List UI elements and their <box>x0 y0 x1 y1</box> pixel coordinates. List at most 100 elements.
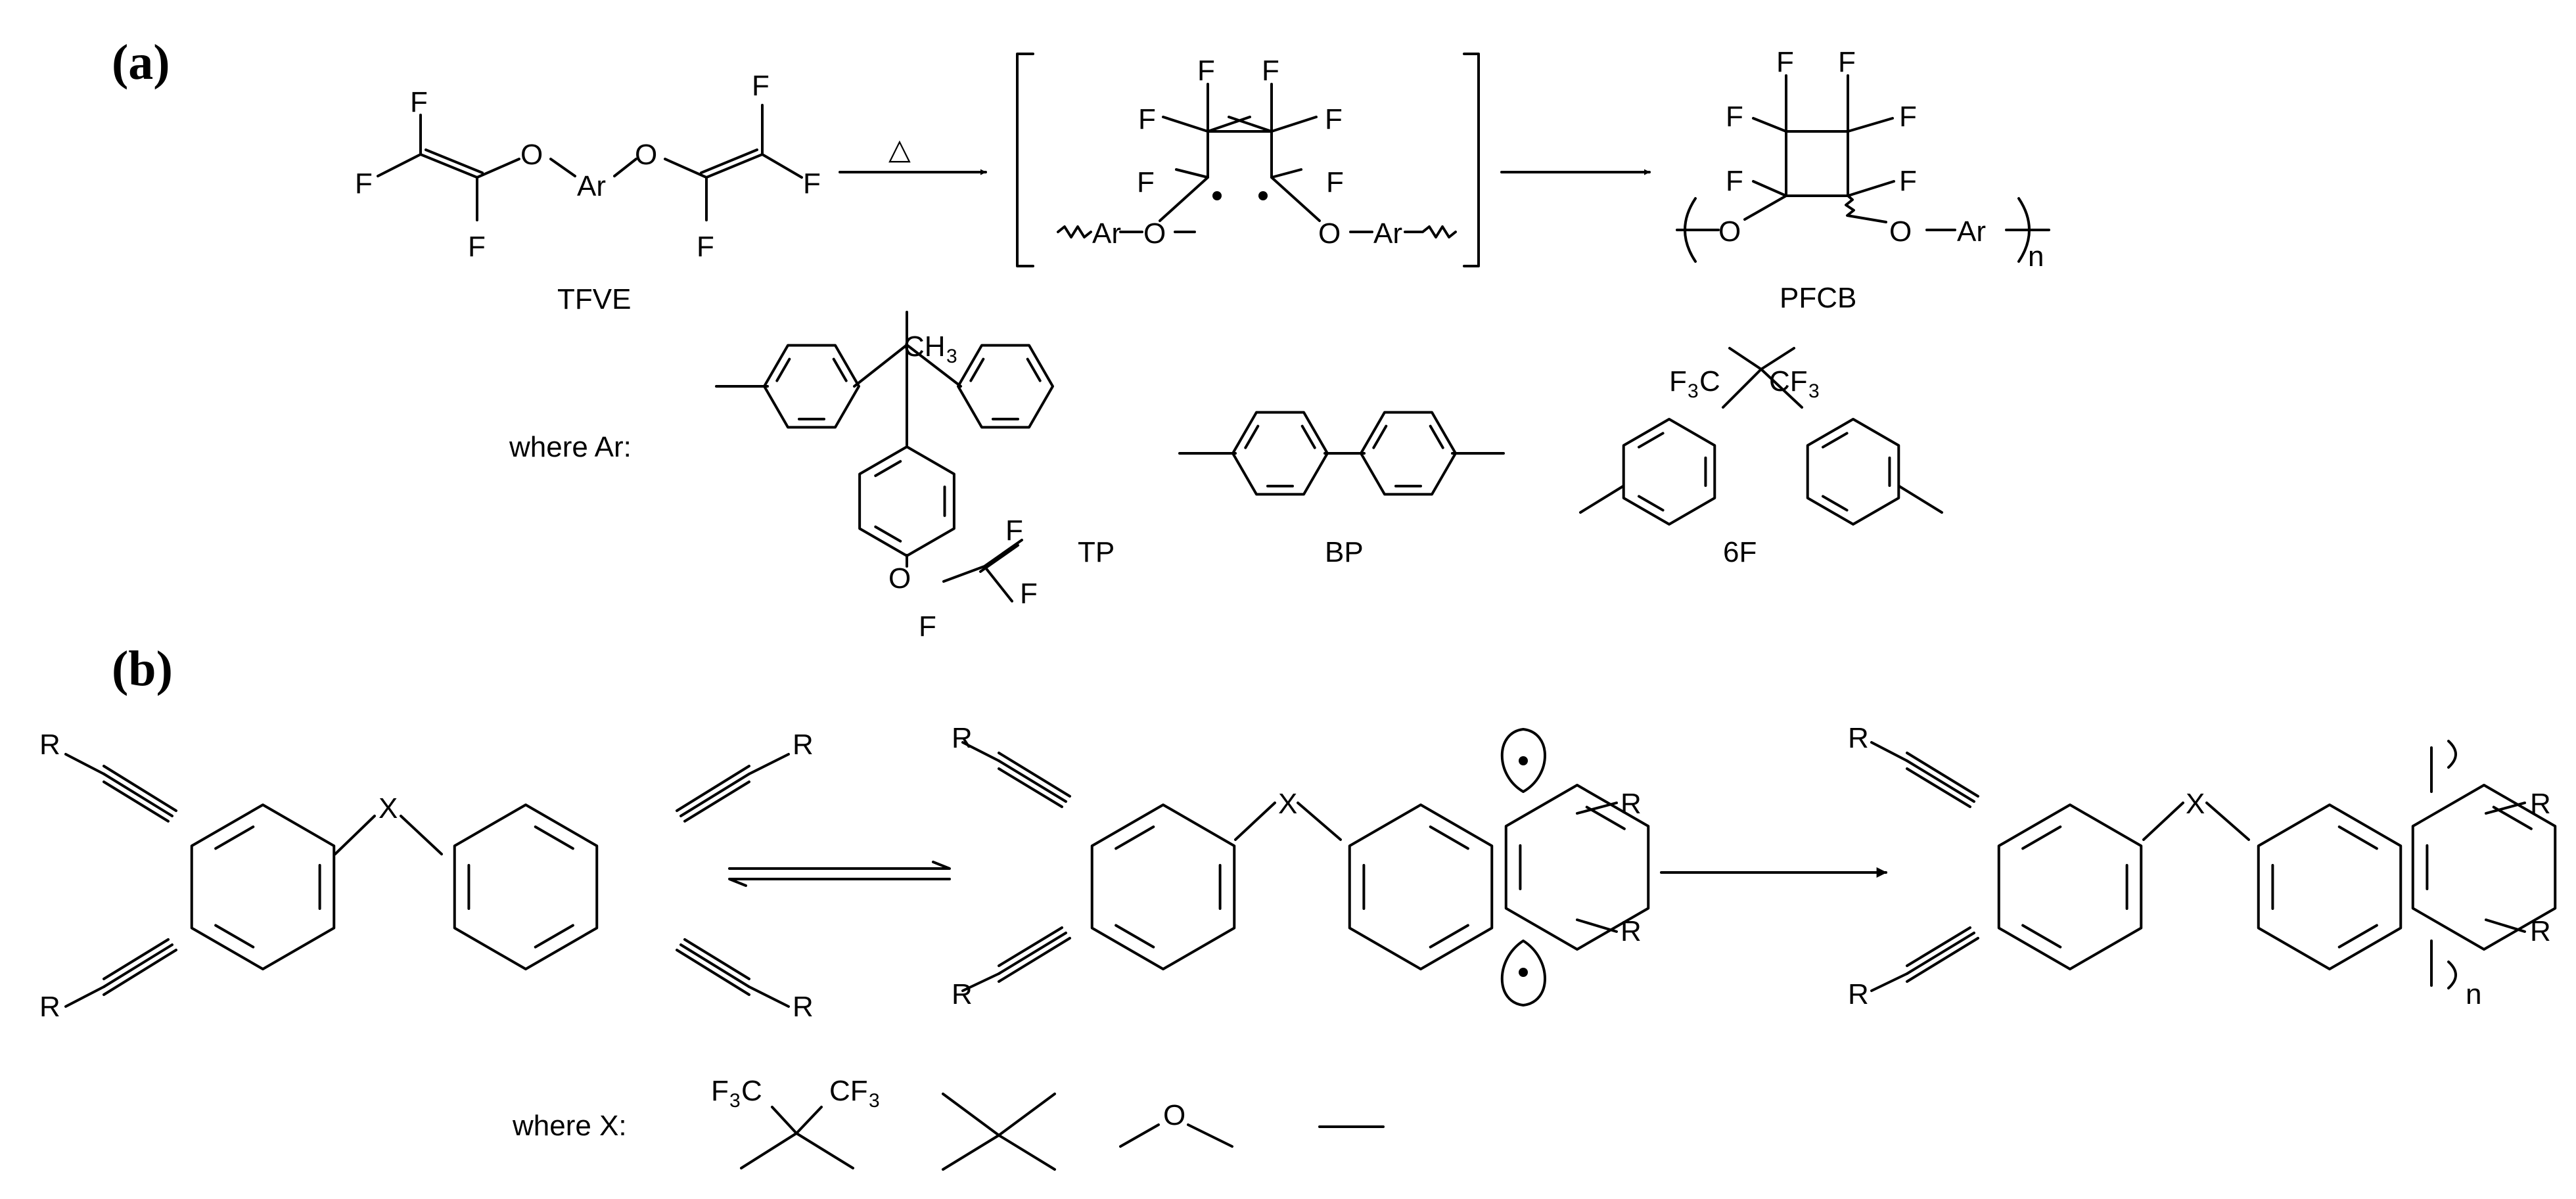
x-hexafluoroisopropylidene: F 3 C CF 3 <box>711 1075 880 1169</box>
svg-text:F: F <box>1838 46 1856 78</box>
svg-text:F: F <box>697 231 714 263</box>
svg-text:CH: CH <box>904 330 946 363</box>
svg-text:C: C <box>741 1075 762 1107</box>
aromatic-double-bond <box>1300 424 1316 449</box>
tfve-label: TFVE <box>557 283 631 315</box>
svg-text:F: F <box>919 610 936 643</box>
aromatic-double-bond <box>534 825 574 850</box>
svg-text:X: X <box>379 792 398 825</box>
aromatic-double-bond <box>1637 432 1665 449</box>
svg-text:F: F <box>410 86 428 118</box>
benzene-ring <box>1090 803 1236 970</box>
svg-text:R: R <box>39 991 60 1023</box>
svg-text:CF: CF <box>829 1075 868 1107</box>
bergman-diradical: R R X R R <box>952 722 1642 1010</box>
aromatic-double-bond <box>1026 357 1042 382</box>
svg-text:F: F <box>1776 46 1794 78</box>
svg-text:O: O <box>1889 215 1912 248</box>
aromatic-double-bond <box>969 357 985 382</box>
svg-text:R: R <box>2530 788 2551 820</box>
svg-text:3: 3 <box>1688 380 1699 402</box>
aromatic-double-bond <box>1115 924 1155 949</box>
aromatic-double-bond <box>534 924 574 949</box>
aromatic-double-bond <box>1821 495 1849 512</box>
bp-label: BP <box>1325 536 1364 568</box>
pfcb-label: PFCB <box>1780 282 1856 314</box>
svg-text:R: R <box>952 978 973 1010</box>
benzene-ring <box>190 803 336 970</box>
aromatic-double-bond <box>874 460 902 478</box>
svg-text:n: n <box>2028 240 2044 273</box>
aromatic-double-bond <box>2021 924 2062 949</box>
sixf-group: F 3 C CF 3 <box>1579 347 1943 514</box>
svg-text:Ar: Ar <box>1957 215 1986 248</box>
x-isopropylidene <box>942 1093 1056 1171</box>
svg-text:Ar: Ar <box>1373 217 1402 250</box>
svg-text:R: R <box>1621 788 1642 820</box>
radical-dot <box>1519 968 1528 977</box>
benzene-ring <box>1997 803 2143 970</box>
svg-text:F: F <box>1899 101 1917 133</box>
benzene-ring <box>1360 411 1457 496</box>
svg-text:CF: CF <box>1769 365 1808 397</box>
aromatic-double-bond <box>832 357 848 382</box>
svg-text:Ar: Ar <box>577 170 606 202</box>
svg-text:F: F <box>1899 165 1917 197</box>
equilibrium-arrow-reverse <box>728 878 951 887</box>
svg-text:X: X <box>1278 788 1297 820</box>
svg-text:F: F <box>1726 165 1743 197</box>
svg-text:O: O <box>1718 215 1741 248</box>
aromatic-double-bond <box>1429 825 1469 850</box>
benzene-ring <box>1622 418 1716 526</box>
svg-text:F: F <box>1726 101 1743 133</box>
equilibrium-arrow-forward <box>728 861 951 870</box>
benzene-ring <box>1231 411 1329 496</box>
svg-text:F: F <box>711 1075 729 1107</box>
svg-text:F: F <box>1005 514 1023 547</box>
aromatic-double-bond <box>1637 495 1665 512</box>
svg-text:3: 3 <box>1808 380 1820 402</box>
svg-text:F: F <box>1326 166 1344 198</box>
svg-text:3: 3 <box>946 346 957 367</box>
svg-text:n: n <box>2466 978 2481 1010</box>
tp-label: TP <box>1078 536 1115 568</box>
svg-text:Ar: Ar <box>1092 217 1121 250</box>
benzene-ring <box>2257 803 2403 970</box>
aromatic-double-bond <box>1429 924 1469 949</box>
aromatic-double-bond <box>775 357 791 382</box>
svg-text:F: F <box>355 168 373 200</box>
benzene-ring <box>858 445 955 557</box>
aromatic-double-bond <box>1585 805 1626 830</box>
svg-text:R: R <box>793 729 814 761</box>
svg-text:O: O <box>1318 217 1341 250</box>
svg-text:O: O <box>635 139 657 171</box>
radical-dot <box>1212 191 1222 200</box>
svg-text:R: R <box>1848 722 1869 754</box>
aromatic-double-bond <box>1115 825 1155 850</box>
aromatic-double-bond <box>874 525 902 543</box>
svg-text:O: O <box>1143 217 1166 250</box>
where-ar-label: where Ar: <box>509 431 632 463</box>
pfcb-polymer: F F F F F F O O Ar n <box>1676 46 2050 273</box>
aromatic-double-bond <box>214 825 255 850</box>
svg-text:O: O <box>520 139 543 171</box>
x-ether-oxygen: O <box>1119 1099 1233 1148</box>
svg-text:F: F <box>1138 103 1156 135</box>
benzene-ring <box>957 344 1054 429</box>
tfve-monomer: F F F O Ar O F F F <box>355 70 821 263</box>
aromatic-double-bond <box>214 924 255 949</box>
svg-text:F: F <box>1137 166 1155 198</box>
svg-text:F: F <box>1325 103 1343 135</box>
benzene-ring <box>453 803 599 970</box>
svg-text:R: R <box>793 991 814 1023</box>
aromatic-double-bond <box>2492 805 2533 830</box>
aromatic-double-bond <box>2021 825 2062 850</box>
svg-text:O: O <box>1163 1099 1185 1131</box>
aromatic-double-bond <box>1821 432 1849 449</box>
aromatic-double-bond <box>1429 424 1444 449</box>
aromatic-double-bond <box>2337 924 2378 949</box>
svg-text:O: O <box>888 562 911 595</box>
sixf-label: 6F <box>1723 536 1757 568</box>
panel-a-label: (a) <box>112 35 170 90</box>
